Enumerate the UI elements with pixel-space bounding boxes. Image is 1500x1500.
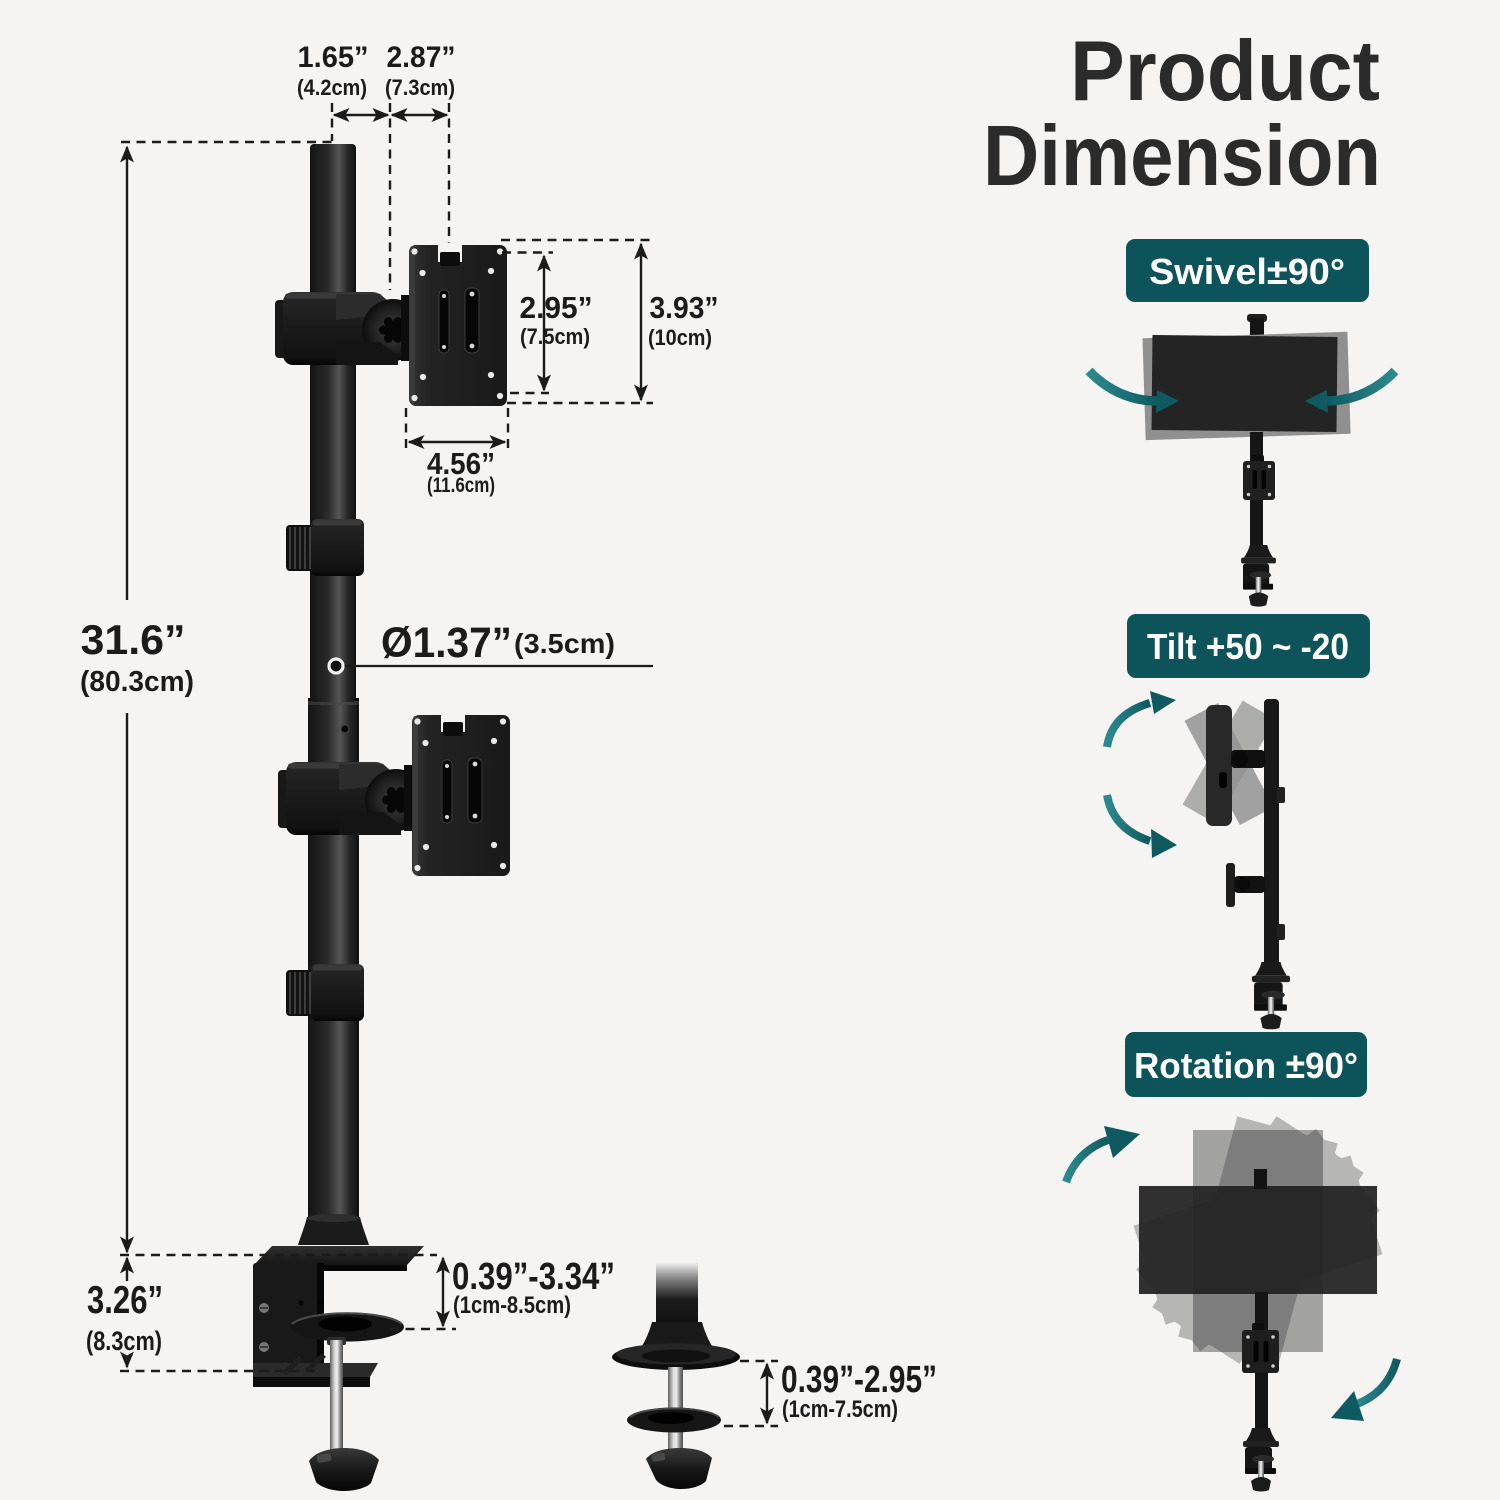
svg-text:(10cm): (10cm) — [648, 325, 712, 350]
svg-text:Tilt +50 ~ -20: Tilt +50 ~ -20 — [1147, 626, 1349, 667]
svg-text:1.65”: 1.65” — [298, 41, 369, 74]
svg-text:(11.6cm): (11.6cm) — [427, 474, 495, 497]
svg-text:(7.5cm): (7.5cm) — [520, 324, 590, 349]
svg-text:3.93”: 3.93” — [650, 290, 719, 325]
svg-text:4.56”: 4.56” — [427, 446, 495, 481]
svg-text:Ø1.37”: Ø1.37” — [381, 619, 512, 667]
svg-text:0.39”-3.34”: 0.39”-3.34” — [452, 1256, 615, 1298]
svg-text:Rotation ±90°: Rotation ±90° — [1134, 1045, 1358, 1086]
svg-text:2.95”: 2.95” — [520, 290, 593, 325]
svg-text:2.87”: 2.87” — [387, 41, 456, 74]
svg-text:(8.3cm): (8.3cm) — [86, 1326, 162, 1356]
svg-text:Swivel±90°: Swivel±90° — [1149, 251, 1345, 292]
svg-text:0.39”-2.95”: 0.39”-2.95” — [781, 1359, 937, 1401]
svg-text:(1cm-7.5cm): (1cm-7.5cm) — [782, 1396, 898, 1423]
svg-text:(1cm-8.5cm): (1cm-8.5cm) — [453, 1292, 571, 1319]
svg-text:(3.5cm): (3.5cm) — [514, 628, 615, 659]
svg-text:(4.2cm): (4.2cm) — [297, 75, 367, 100]
svg-text:Product: Product — [1070, 24, 1380, 119]
svg-text:(80.3cm): (80.3cm) — [80, 666, 194, 698]
svg-text:3.26”: 3.26” — [87, 1279, 163, 1322]
svg-text:(7.3cm): (7.3cm) — [385, 75, 455, 100]
svg-text:31.6”: 31.6” — [81, 616, 186, 663]
svg-text:Dimension: Dimension — [983, 109, 1381, 204]
